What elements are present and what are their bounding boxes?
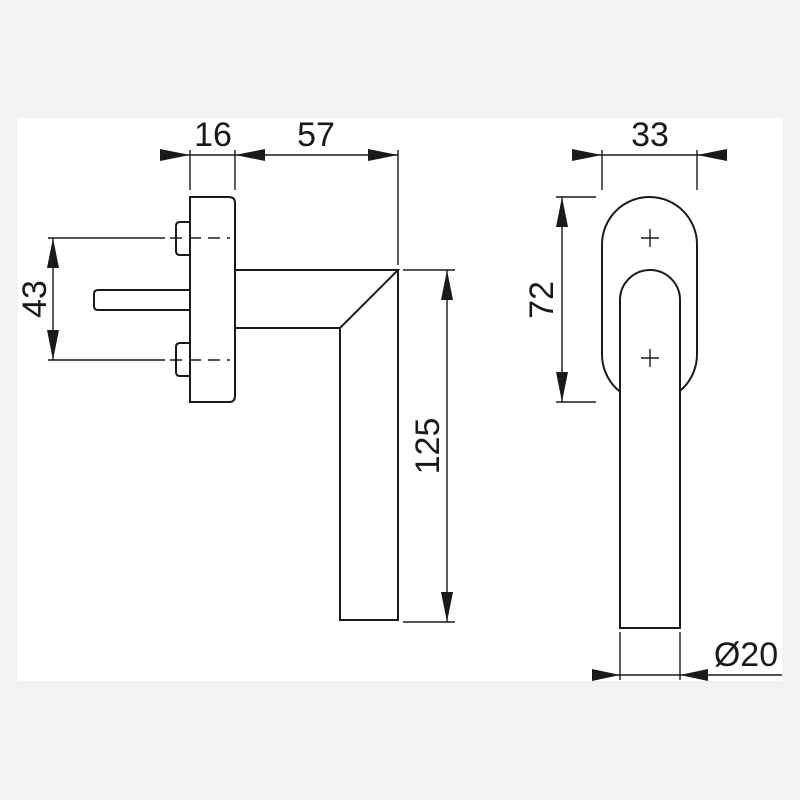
front-view	[601, 196, 698, 629]
dimension-label-125: 125	[409, 418, 447, 475]
handle-side	[235, 269, 401, 621]
dimension-label-16: 16	[194, 116, 232, 154]
dimension-label-diameter-20: Ø20	[714, 636, 778, 674]
dimension-label-43: 43	[16, 280, 54, 318]
dimension-16-57: 16 57	[160, 116, 399, 265]
dimension-label-72: 72	[523, 281, 561, 319]
dimension-label-57: 57	[297, 116, 335, 154]
dimension-72: 72	[523, 196, 596, 403]
screw-mark-top	[641, 229, 659, 247]
handle-front	[619, 269, 681, 629]
dimension-label-33: 33	[631, 116, 669, 154]
spindle	[93, 289, 190, 311]
screw-mark-bottom	[641, 349, 659, 367]
dimension-33: 33	[572, 116, 727, 190]
dimension-43: 43	[16, 237, 165, 361]
side-view	[93, 196, 401, 621]
rosette-side	[189, 196, 236, 403]
dimension-diameter-20: Ø20	[592, 632, 782, 681]
dimension-125: 125	[403, 269, 455, 623]
